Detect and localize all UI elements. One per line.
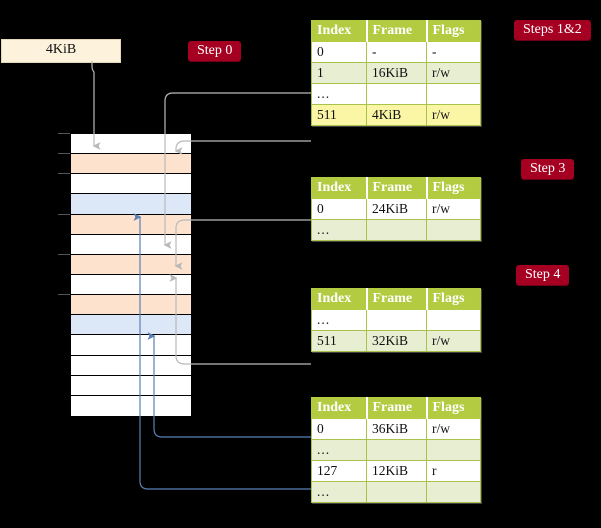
cell-frame [366,219,427,241]
table-row: 0-- [311,41,481,63]
memory-tick [58,153,70,155]
table-header-row: Index Frame Flags [311,20,481,42]
column-header-frame: Frame [365,288,427,310]
table-row: ... [311,219,481,241]
column-header-flags: Flags [425,177,481,199]
column-header-frame: Frame [365,177,427,199]
memory-frame-row [71,315,191,336]
memory-tick [58,213,70,215]
table-row: ... [311,481,481,503]
table-header-row: Index Frame Flags [311,397,481,419]
memory-frame-row [71,154,191,175]
memory-frame-row [71,395,191,416]
cell-flags [426,309,481,331]
cell-index: ... [311,309,367,331]
memory-frame-row [71,355,191,376]
cell-index: ... [311,219,367,241]
cell-flags: r [426,460,481,482]
cell-flags: - [426,41,481,63]
column-header-index: Index [311,397,367,419]
wire-level2-511-to-memory [169,274,311,365]
table-header-row: Index Frame Flags [311,288,481,310]
badge-step-3: Step 3 [521,159,575,179]
wire-level0-511-to-memory [174,140,311,155]
badge-steps-1-2: Steps 1&2 [514,20,591,40]
badge-step-0: Step 0 [188,41,242,61]
table-row: ... [311,439,481,461]
memory-frame-row [71,275,191,296]
cell-flags: r/w [426,418,481,440]
cell-index: 511 [311,330,367,352]
cell-flags: r/w [426,198,481,220]
memory-frame-row [71,194,191,215]
cell-frame: 16KiB [366,62,427,84]
table-row: ... [311,309,481,331]
cell-frame [366,481,427,503]
cell-flags [426,481,481,503]
cell-flags: r/w [426,330,481,352]
column-header-flags: Flags [425,20,481,42]
cell-flags: r/w [426,62,481,84]
cell-frame [366,309,427,331]
cell-index: ... [311,83,367,105]
memory-tick [58,294,70,296]
column-header-flags: Flags [425,397,481,419]
cell-flags [426,439,481,461]
cell-index: 511 [311,104,367,126]
memory-frame-row [71,335,191,356]
cell-index: ... [311,481,367,503]
cell-index: 127 [311,460,367,482]
column-header-flags: Flags [425,288,481,310]
cell-flags [426,219,481,241]
cell-frame [366,83,427,105]
cell-index: 0 [311,198,367,220]
cell-frame [366,439,427,461]
source-frame-box: 4KiB [1,39,121,63]
wire-level1-0-to-memory [174,219,311,270]
memory-tick [58,173,70,175]
table-header-row: Index Frame Flags [311,177,481,199]
memory-frame-row [71,134,191,155]
cell-frame: 36KiB [366,418,427,440]
cell-index: 1 [311,62,367,84]
cell-frame: 32KiB [366,330,427,352]
memory-frame-row [71,234,191,255]
cell-flags: r/w [426,104,481,126]
column-header-frame: Frame [365,397,427,419]
memory-frame-row [71,174,191,195]
badge-step-4: Step 4 [516,265,570,285]
memory-tick [58,253,70,255]
cell-frame: 24KiB [366,198,427,220]
column-header-frame: Frame [365,20,427,42]
memory-frame-row [71,375,191,396]
cell-index: 0 [311,41,367,63]
column-header-index: Index [311,20,367,42]
cell-frame: 12KiB [366,460,427,482]
memory-frame-row [71,295,191,316]
cell-index: 0 [311,418,367,440]
cell-frame: - [366,41,427,63]
cell-index: ... [311,439,367,461]
memory-tick [58,133,70,134]
memory-frame-row [71,214,191,235]
table-row: ... [311,83,481,105]
memory-frame-row [71,254,191,275]
column-header-index: Index [311,177,367,199]
cell-frame: 4KiB [366,104,427,126]
physical-memory-column [70,133,191,416]
cell-flags [426,83,481,105]
column-header-index: Index [311,288,367,310]
